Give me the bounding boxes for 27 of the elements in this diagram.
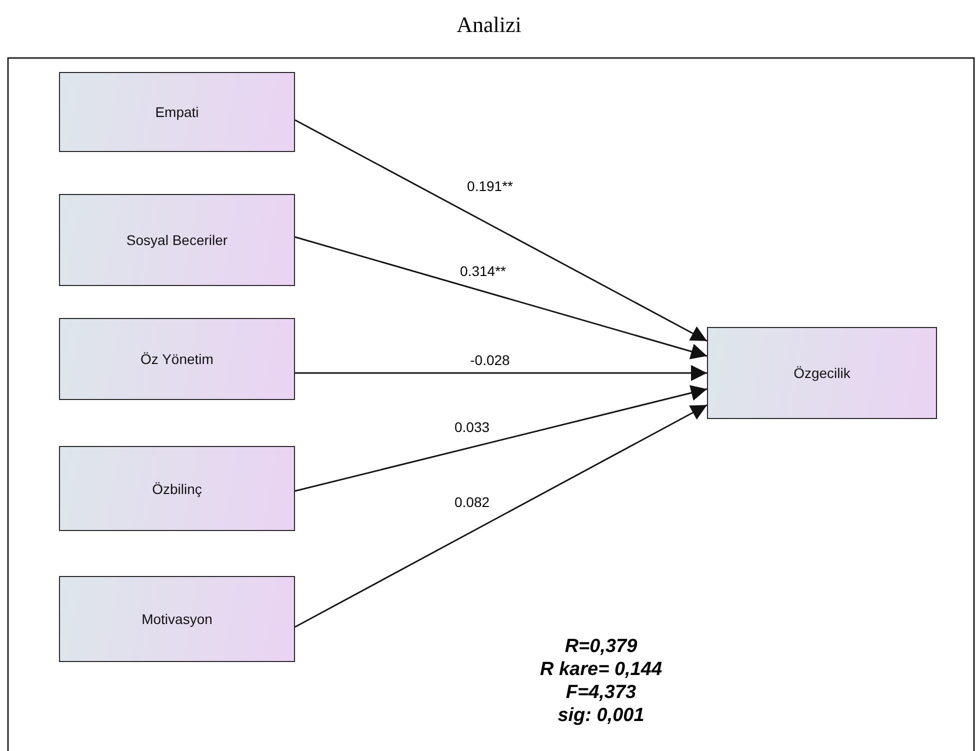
variable-name: Özbilinç [152, 480, 202, 496]
arrow [295, 365, 707, 381]
arrow [294, 404, 708, 628]
variable-name: Motivasyon [142, 611, 212, 627]
variable-box [59, 318, 295, 400]
variable-name: Öz Yönetim [140, 351, 214, 367]
statistic-text: F=4,373 [566, 682, 636, 704]
edge-label: 0.191** [465, 178, 515, 194]
heading: Analizi [456, 12, 522, 38]
variable-name: Sosyal Beceriler [126, 232, 228, 248]
statistic-text: R kare= 0,144 [540, 659, 662, 681]
edge-label: 0.314** [458, 263, 508, 279]
variable-box [59, 194, 295, 286]
variable-box [59, 72, 295, 152]
edge-label: -0.028 [468, 352, 512, 368]
edge-label: 0.033 [452, 419, 492, 435]
arrow [294, 385, 708, 492]
variable-box [59, 446, 295, 531]
variable-box [59, 576, 295, 662]
statistic-text: sig: 0,001 [558, 705, 644, 727]
statistic-text: R=0,379 [564, 636, 638, 658]
variable-name: Empati [155, 104, 199, 120]
variable-box [707, 327, 937, 419]
variable-name: Özgecilik [794, 365, 850, 381]
arrow [294, 236, 708, 360]
arrow [294, 119, 708, 342]
edge-label: 0.082 [452, 494, 492, 510]
